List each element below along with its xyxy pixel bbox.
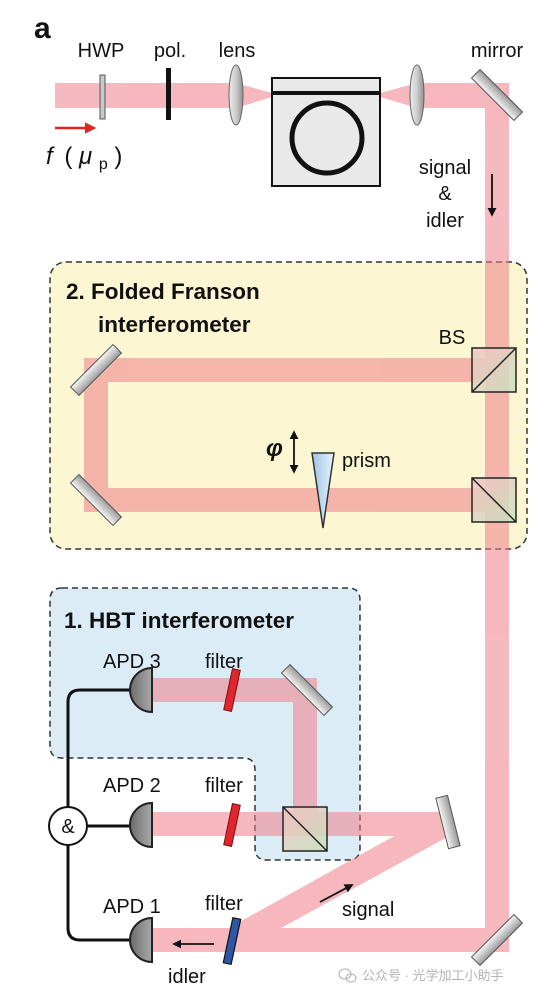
apd-1-detector: [129, 916, 153, 964]
franson-bottom-arm: [96, 488, 494, 512]
franson-interferometer-box: [49, 261, 528, 550]
franson-top-arm: [96, 358, 494, 382]
signal-direction-arrow: [319, 884, 354, 903]
microring: [289, 100, 365, 176]
hwp-plate: [99, 74, 106, 120]
franson-title-line2: interferometer: [98, 312, 251, 337]
apd-3-label: APD 3: [103, 651, 161, 673]
beam-splitter-top: [471, 347, 517, 393]
pump-label: f ( μ p ): [46, 143, 122, 175]
hbt-title: 1. HBT interferometer: [64, 608, 294, 633]
coincidence-wires: [66, 688, 131, 942]
mirror-top-right: [470, 68, 524, 122]
pump-mu: μ: [78, 143, 92, 170]
lens-label: lens: [219, 40, 256, 62]
lens-1: [228, 64, 244, 126]
panel-label: a: [34, 12, 51, 45]
wechat-icon: [338, 968, 357, 983]
apd-2-detector: [129, 801, 153, 849]
mirror-hbt-top: [280, 663, 334, 717]
mirror-hbt-right: [435, 794, 461, 850]
ring-resonator-chip: [271, 77, 381, 187]
polarizer-label: pol.: [154, 40, 186, 62]
output-label-idler: idler: [426, 210, 464, 232]
pump-open-paren: (: [64, 143, 72, 170]
output-label-signal: signal: [419, 157, 471, 179]
apd-3-detector: [129, 666, 153, 714]
polarizer: [166, 68, 171, 120]
mirror-franson-top-left: [69, 343, 123, 397]
filter-2-label: filter: [205, 775, 243, 797]
prism: [311, 452, 335, 529]
watermark: 公众号 · 光学加工小助手: [338, 968, 504, 983]
filter-1: [222, 916, 242, 966]
coincidence-circle: [48, 806, 88, 846]
mirror-bottom-right: [470, 913, 524, 967]
laser-beams: [55, 83, 509, 952]
phase-label: φ: [266, 435, 283, 462]
hwp-label: HWP: [78, 40, 125, 62]
watermark-text: 公众号 · 光学加工小助手: [362, 968, 504, 983]
prism-label: prism: [342, 450, 391, 472]
input-beam: [55, 83, 236, 108]
pump-symbol: f: [46, 143, 55, 170]
beam-splitter-bottom: [471, 477, 517, 523]
mirror-label: mirror: [471, 40, 524, 62]
filter-3: [223, 668, 241, 712]
filter-2: [223, 803, 241, 847]
bs-label: BS: [439, 327, 466, 349]
output-label-and: &: [438, 183, 452, 205]
idler-label: idler: [168, 966, 206, 988]
hbt-interferometer-box: [49, 587, 361, 861]
pump-subscript: p: [99, 156, 108, 173]
franson-title-line1: 2. Folded Franson: [66, 279, 260, 304]
beam-splitter-hbt: [282, 806, 328, 852]
lens-2: [409, 64, 425, 126]
apd-1-label: APD 1: [103, 896, 161, 918]
signal-label: signal: [342, 899, 394, 921]
coincidence-label: &: [61, 816, 75, 838]
signal-diagonal-beam: [227, 810, 453, 951]
apd-2-label: APD 2: [103, 775, 161, 797]
pump-close-paren: ): [114, 143, 122, 170]
filter-1-label: filter: [205, 893, 243, 915]
collimating-beam: [380, 83, 417, 108]
focusing-beam: [236, 83, 272, 108]
filter-3-label: filter: [205, 651, 243, 673]
bottom-beam: [150, 928, 509, 952]
mirror-franson-bottom-left: [69, 473, 123, 527]
